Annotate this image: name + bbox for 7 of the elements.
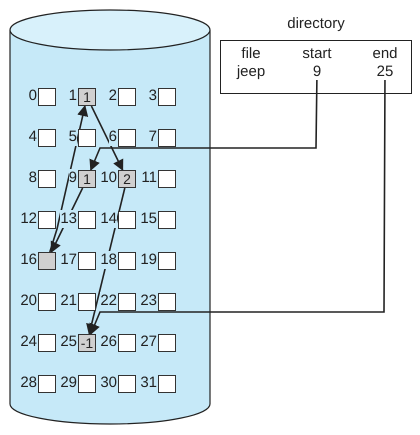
- table-cell: end: [372, 45, 398, 62]
- table-cell: 25: [376, 63, 394, 80]
- table-heading: directory: [287, 15, 345, 32]
- table-cell: 9: [312, 63, 322, 80]
- table-cell: jeep: [236, 63, 266, 80]
- table-cell: file: [241, 45, 261, 62]
- table-cell: start: [302, 45, 332, 62]
